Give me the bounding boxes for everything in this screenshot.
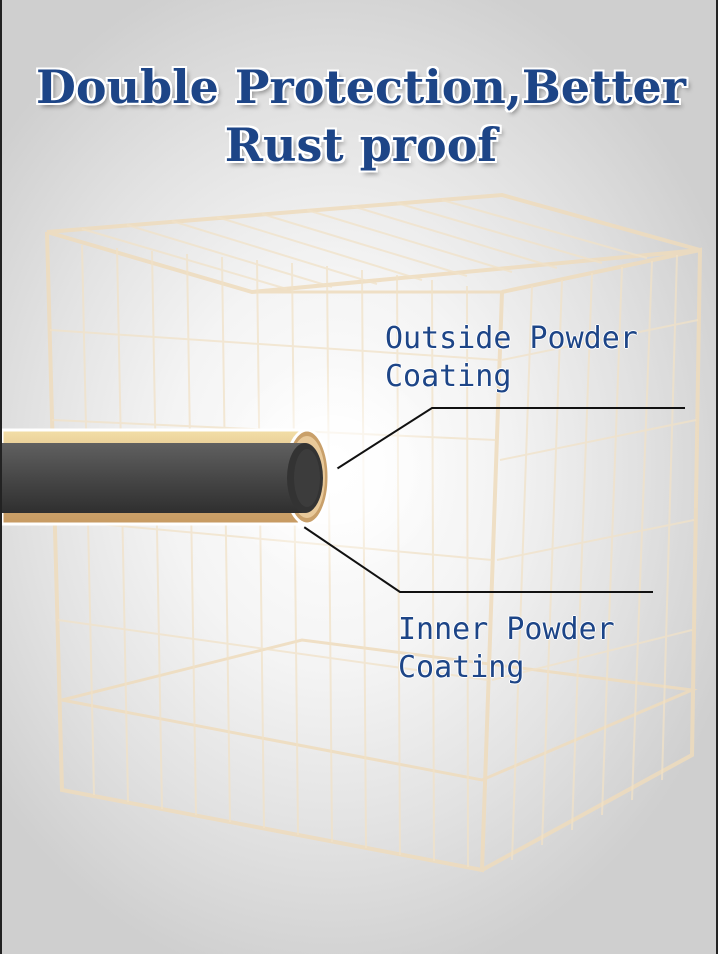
outside-coating-label: Outside Powder Coating	[385, 320, 638, 396]
inner-label-line-2: Coating	[398, 650, 525, 685]
inner-coating-label: Inner Powder Coating	[398, 611, 615, 687]
inner-label-line-1: Inner Powder	[398, 612, 615, 647]
title-line-1: Double Protection,Better	[36, 60, 686, 114]
outside-label-line-2: Coating	[385, 359, 512, 394]
callout-inner	[297, 521, 653, 593]
outside-label-line-1: Outside Powder	[385, 321, 638, 356]
title-line-2: Rust proof	[224, 118, 498, 172]
banner-title: Double Protection,Better Rust proof	[2, 58, 716, 174]
tube-core	[2, 443, 323, 513]
callout-outside	[332, 407, 685, 473]
